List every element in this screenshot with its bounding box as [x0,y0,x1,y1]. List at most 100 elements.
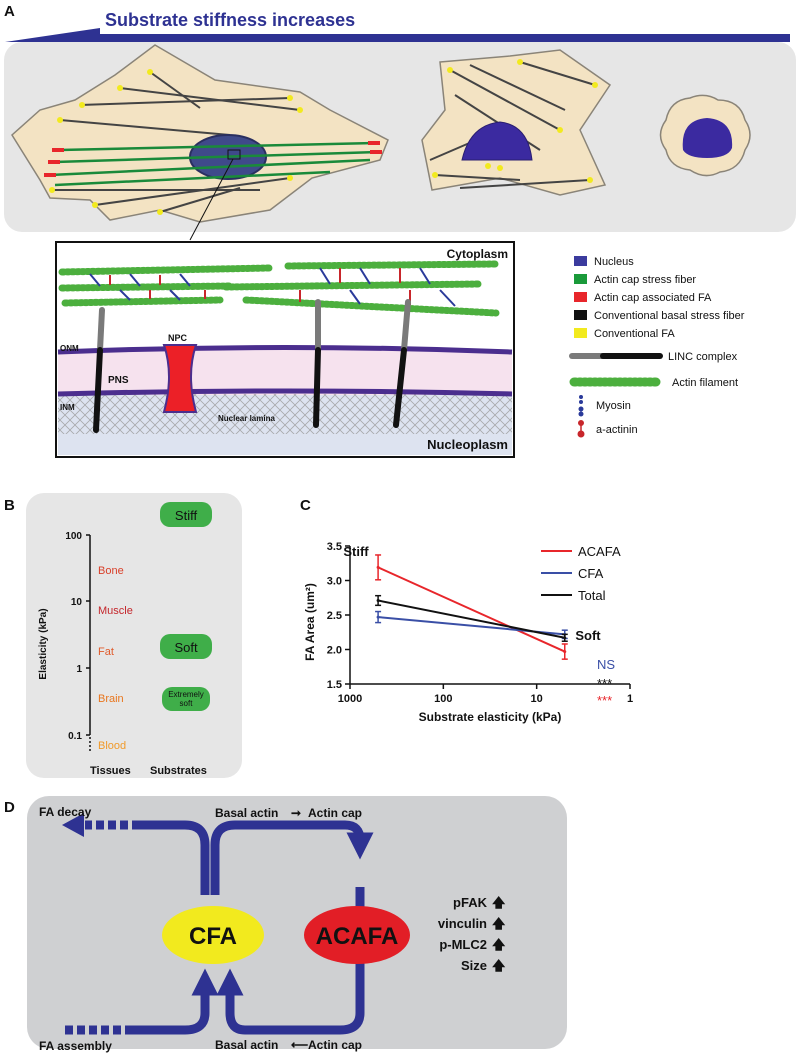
y-axis-title: FA Area (um²) [303,583,317,661]
inner-nuclear-membrane [57,388,513,397]
legend-label-cfa: CFA [578,566,604,581]
legend-conventional-fa: Conventional FA [574,328,675,340]
up-arrow-icon: 🡅 [492,895,506,910]
flow-target: Actin cap [308,1038,362,1052]
panel-b-label: B [4,497,15,514]
nucleus [461,121,533,161]
soft-annotation: Soft [575,628,601,643]
actin-cap-swatch [574,274,587,284]
legend-label-total: Total [578,588,606,603]
tissues-axis-label: Tissues [90,765,131,777]
outer-nuclear-membrane [57,345,513,355]
legend-label: Conventional basal stress fiber [594,310,745,322]
cycle-arrows [65,820,374,1035]
tissue-muscle: Muscle [98,605,133,617]
tissue-fat: Fat [98,646,114,658]
series-layer [375,554,568,660]
substrate-label: Stiff [175,508,198,523]
tick-label: 0.1 [68,731,82,742]
gradient-title: Substrate stiffness increases [105,10,355,30]
legend-label: LINC complex [668,351,738,363]
acafa-swatch [574,292,587,302]
elasticity-axis-label: Elasticity (kPa) [38,608,49,679]
myosin-crosslinks [89,267,456,307]
cell-intermediate [421,49,612,196]
tick-label: 10 [71,597,83,608]
basal-fiber-swatch [574,310,587,320]
legend-actin-cap-fa: Actin cap associated FA [574,292,712,304]
panel-d-label: D [4,799,15,816]
npc-label: NPC [168,333,188,343]
legend-actin-cap-fiber: Actin cap stress fiber [574,274,696,286]
marker-pmlc2: p-MLC2 [439,937,487,952]
fa-decay-arrowhead [62,813,84,837]
y-tick-label: 1.5 [327,679,342,691]
significance-total: *** [597,676,612,691]
up-arrow-icon: 🡅 [492,916,506,931]
significance-cfa: NS [597,657,615,672]
right-arrow-icon: ➞ [291,806,301,820]
panel-d: D CFA ACAFA FA decay FA assembly Basal a… [4,796,567,1053]
panel-c-label: C [300,497,311,514]
flow-source: Basal actin [215,806,278,820]
tissue-blood: Blood [98,740,126,752]
bottom-flow-label: Basal actin ⟵ Actin cap [215,1038,362,1052]
acafa-label: ACAFA [316,923,399,950]
inm-label: INM [60,403,75,412]
cfa-node [162,906,264,964]
arrow-acafa-to-bottom [216,887,365,1035]
myosin-icon [578,395,584,417]
significance-acafa: *** [597,693,612,708]
substrate-stiff: Stiff [160,502,212,527]
left-arrow-icon: ⟵ [291,1038,308,1052]
onm-label: ONM [60,344,79,353]
stiffness-gradient-bar [5,28,790,42]
conventional-fa [432,59,598,183]
fa-assembly-label: FA assembly [39,1039,112,1053]
a-actinin-crosslinks [109,268,411,305]
legend-label: Conventional FA [594,328,675,340]
nucleoplasm-label: Nucleoplasm [427,437,508,452]
y-ticks: 1.52.02.53.03.5 [327,541,350,691]
tissue-brain: Brain [98,693,124,705]
data-point-cfa [376,615,380,619]
nuclear-pore-complex [162,344,198,413]
legend-basal-fiber: Conventional basal stress fiber [574,310,745,322]
arrow-top-to-acafa [210,820,374,895]
marker-size: Size [461,958,487,973]
panel-d-background [27,796,567,1049]
up-arrow-icon: 🡅 [492,958,506,973]
x-tick-label: 1 [627,693,633,705]
cfa-label: CFA [189,923,237,950]
series-line-total [377,599,565,639]
top-flow-label: Basal actin ➞ Actin cap [215,806,362,820]
actinin-icon [577,420,585,438]
x-tick-label: 10 [531,693,543,705]
data-point-acafa [376,565,380,569]
chart-legend: ACAFA CFA Total [541,544,621,603]
legend-label: Actin cap associated FA [594,292,712,304]
cytoplasm-label: Cytoplasm [447,247,508,261]
up-arrow-icon: 🡅 [492,937,506,952]
cell-spread [11,44,389,241]
panel-b: B Elasticity (kPa) 100 10 1 0.1 Bone Mus… [4,493,242,778]
acafa-node [304,906,410,964]
x-tick-label: 100 [434,693,452,705]
lamina-label: Nuclear lamina [218,414,275,423]
zoom-box [227,149,241,160]
panel-b-background [26,493,242,778]
nucleus [682,118,733,158]
legend-label: Actin filament [672,377,738,389]
conventional-fa [49,69,303,215]
stiff-annotation: Stiff [343,544,369,559]
y-tick-label: 2.0 [327,645,342,657]
panel-a-label: A [4,3,15,20]
substrate-label: Soft [174,640,198,655]
substrates-axis-label: Substrates [150,765,207,777]
legend-label-acafa: ACAFA [578,544,621,559]
legend-label: Myosin [596,400,631,412]
series-line-acafa [377,566,566,653]
legend-label: Nucleus [594,256,634,268]
legend-label: a-actinin [596,424,638,436]
